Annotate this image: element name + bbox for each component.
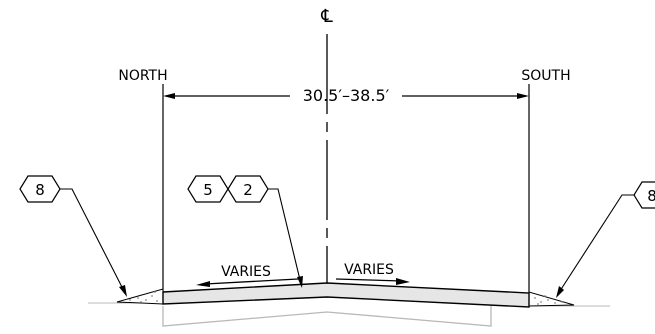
slope-label-left: VARIES xyxy=(221,264,271,280)
callout-left-shoulder: 8 xyxy=(19,175,127,297)
svg-text:5: 5 xyxy=(203,181,213,199)
slope-arrow-left xyxy=(196,278,299,287)
shoulder-aggregate-right xyxy=(528,291,575,307)
svg-text:8: 8 xyxy=(647,187,655,205)
svg-text:8: 8 xyxy=(35,181,45,199)
north-label: NORTH xyxy=(118,68,167,84)
dimension-arrow-left xyxy=(163,93,175,99)
width-dimension-line xyxy=(163,93,529,99)
callout-right-shoulder: 8 xyxy=(556,181,655,298)
subgrade-outline xyxy=(162,306,492,327)
pavement-section xyxy=(162,282,530,308)
width-dimension-text: 30.5′–38.5′ xyxy=(303,86,390,105)
slope-arrow-right xyxy=(335,278,410,285)
dimension-arrow-right xyxy=(517,93,529,99)
south-label: SOUTH xyxy=(521,68,570,84)
callout-center-layers: 5 2 xyxy=(187,175,303,288)
slope-label-right: VARIES xyxy=(344,262,394,278)
shoulder-aggregate-left xyxy=(116,288,164,305)
centerline-symbol: ℄ xyxy=(320,6,333,27)
svg-text:2: 2 xyxy=(243,181,253,199)
hexagon-tag xyxy=(633,181,655,209)
